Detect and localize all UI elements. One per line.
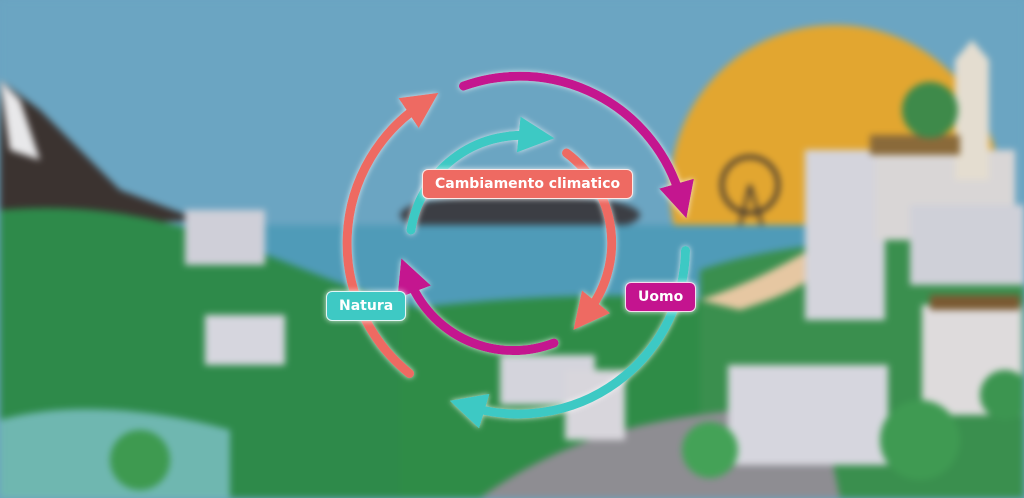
tree (110, 430, 170, 490)
outer-arrow-salmon (342, 92, 439, 378)
label-natura: Natura (326, 291, 407, 321)
ferris-wheel (720, 155, 780, 215)
building (805, 150, 885, 320)
tower (955, 60, 989, 180)
building (910, 205, 1024, 285)
ferris-wheel-leg (748, 184, 764, 226)
label-cambiamento-climatico: Cambiamento climatico (422, 169, 634, 199)
tree (980, 370, 1024, 420)
mountain (0, 80, 200, 230)
building (185, 210, 265, 265)
building (205, 315, 285, 365)
outer-arrow-teal (449, 246, 690, 429)
tree (902, 82, 958, 138)
tree (682, 422, 738, 478)
roof (870, 135, 960, 155)
inner-arrow-magenta (397, 258, 559, 355)
roof (930, 295, 1020, 310)
inner-arrow-teal (406, 116, 555, 235)
beach (700, 250, 820, 310)
building (728, 365, 888, 465)
tree (880, 400, 960, 480)
tower-roof (955, 40, 989, 60)
outer-arrow-magenta (459, 71, 694, 219)
label-uomo: Uomo (625, 282, 697, 312)
mountain-snow (0, 80, 40, 160)
ferris-wheel-leg (738, 184, 752, 226)
